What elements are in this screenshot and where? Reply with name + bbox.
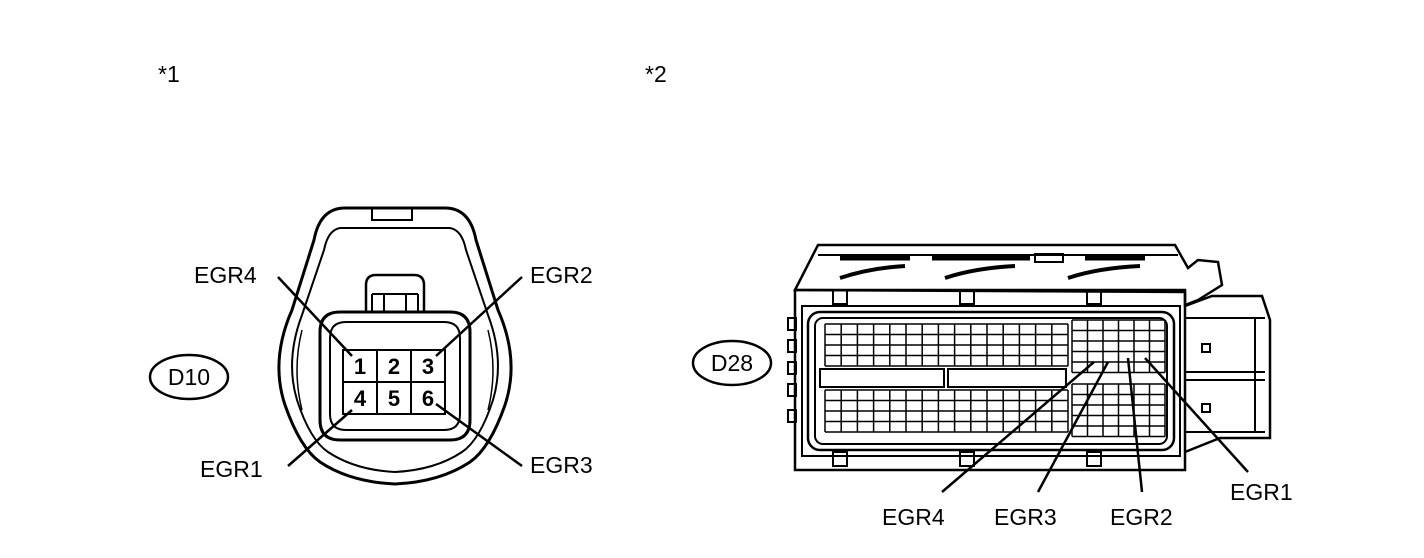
connector-id-d10: D10	[168, 364, 210, 390]
marker-right: *2	[645, 61, 667, 87]
callout-egr2-right: EGR2	[1110, 504, 1173, 530]
connector-id-d28: D28	[711, 350, 753, 376]
pin-grid-lower	[824, 389, 1069, 433]
leader-egr4-right	[941, 361, 1095, 493]
pin-4-label: 4	[354, 386, 367, 411]
leader-pin1	[277, 276, 353, 357]
leader-egr1-right	[1144, 357, 1249, 473]
callout-egr3-right: EGR3	[994, 504, 1057, 530]
leader-egr2-right	[1126, 357, 1144, 493]
callout-egr1-right: EGR1	[1230, 479, 1293, 505]
leader-pin6	[435, 402, 523, 468]
callout-egr2-left: EGR2	[530, 262, 593, 288]
pin-6-label: 6	[422, 386, 434, 411]
callout-egr1-left: EGR1	[200, 456, 263, 482]
pin-3-label: 3	[422, 354, 434, 379]
callout-egr3-left: EGR3	[530, 452, 593, 478]
leader-egr3-right	[1036, 361, 1110, 493]
callout-egr4-left: EGR4	[194, 262, 257, 288]
connector-id-tag-d28	[691, 339, 773, 387]
leader-pin4	[287, 409, 353, 467]
pin-1-label: 1	[354, 354, 366, 379]
pin-grid-upper	[824, 323, 1069, 367]
leader-pin3	[435, 276, 523, 357]
connector-id-tag-d10	[148, 353, 230, 401]
right-connector-drawing	[787, 243, 1272, 472]
marker-left: *1	[158, 61, 180, 87]
pin-5-label: 5	[388, 386, 400, 411]
callout-egr4-right: EGR4	[882, 504, 945, 530]
pin-grid-right-lower	[1071, 383, 1166, 438]
pin-2-label: 2	[388, 354, 400, 379]
